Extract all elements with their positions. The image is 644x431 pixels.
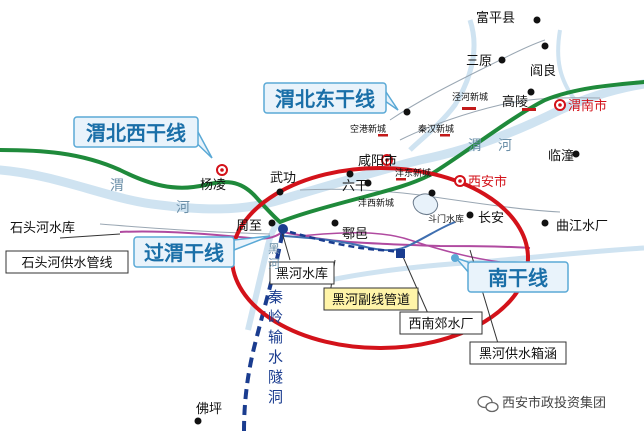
- place-foping: 佛坪: [196, 402, 222, 417]
- box-shitouhe-pipe-label: 石头河供水管线: [21, 256, 112, 271]
- branch-river-north: [556, 29, 577, 102]
- city-capital-icon: [381, 154, 393, 166]
- city-dot: [541, 42, 549, 50]
- place-konggang: 空港新城: [350, 123, 386, 135]
- city-dot: [527, 88, 535, 96]
- box-heihe-fuxian-label: 黑河副线管道: [332, 293, 410, 308]
- place-wugong: 武功: [270, 171, 296, 186]
- place-zhouzhi: 周至: [236, 219, 262, 234]
- place-shitouhe: 石头河水库: [10, 220, 75, 236]
- city-capital-icon: [216, 164, 228, 176]
- place-qujiang: 曲江水厂: [556, 219, 608, 234]
- tunnel-label-char: 水: [268, 348, 283, 366]
- leader-line: [59, 233, 121, 239]
- place-gaoling: 高陵: [502, 94, 528, 110]
- callout-weibei-east: [263, 82, 387, 114]
- callout-guowei: [133, 236, 235, 268]
- place-weinan: 渭南市: [568, 98, 607, 114]
- city-dot: [331, 219, 339, 227]
- new-town-markers: [378, 107, 536, 181]
- tunnel-label-char: 洞: [268, 388, 283, 406]
- callout-guowei-label: 过渭干线: [144, 241, 224, 265]
- box-xinanjiao: [399, 311, 483, 335]
- tunnel-label-char: 输: [268, 328, 283, 346]
- place-xian: 西安市: [468, 174, 507, 190]
- doumen-reservoir: [412, 193, 439, 215]
- box-heihe-reservoir: [269, 261, 335, 285]
- city-capital-icon: [554, 99, 566, 111]
- place-fengxi: 沣西新城: [358, 197, 394, 209]
- callout-weibei-west-label: 渭北西干线: [86, 121, 186, 145]
- city-dot: [466, 211, 474, 219]
- tunnel-label-char: 隧: [268, 368, 283, 386]
- river-label: 渭: [110, 178, 124, 194]
- place-fuping: 富平县: [476, 10, 515, 26]
- road-line: [99, 223, 271, 235]
- place-liugan: 六干: [342, 179, 368, 194]
- leader-line: [399, 249, 431, 319]
- place-yanliang: 阎良: [530, 63, 556, 79]
- place-xianyang: 咸阳市: [358, 153, 397, 169]
- river-label: 河: [498, 138, 512, 154]
- leader-line: [281, 231, 291, 261]
- city-dot: [428, 189, 436, 197]
- city-dot: [403, 108, 411, 116]
- river-label: 渭: [468, 138, 482, 154]
- city-dots: [194, 16, 580, 425]
- tunnel-label: 秦 岭 输 水 隧 洞: [268, 288, 283, 406]
- river-label: 河: [268, 257, 280, 271]
- city-dot: [194, 417, 202, 425]
- place-jinghe-xincheng: 泾河新城: [452, 91, 488, 103]
- tunnel-label-char: 岭: [268, 308, 283, 326]
- box-heihe-box-label: 黑河供水箱涵: [479, 346, 557, 362]
- city-dot: [572, 150, 580, 158]
- river-label: 黑: [268, 242, 280, 256]
- qinling-tunnel: [242, 227, 286, 431]
- box-shitouhe-pipe: [5, 250, 129, 274]
- box-heihe-box: [469, 341, 567, 365]
- wechat-icon: [477, 395, 499, 413]
- place-sanyuan: 三原: [466, 54, 492, 69]
- box-heihe-reservoir-label: 黑河水库: [276, 266, 328, 282]
- city-dot: [268, 219, 276, 227]
- watermark-label: 西安市政投资集团: [502, 395, 606, 411]
- callout-nan: [467, 261, 569, 293]
- river-label: 河: [176, 200, 190, 216]
- city-dot: [346, 170, 354, 178]
- place-fengdong: 沣东新城: [395, 167, 431, 179]
- callout-weibei-west: [73, 116, 199, 148]
- place-huyi: 鄠邑: [342, 227, 368, 242]
- city-dot: [276, 188, 284, 196]
- city-dot: [498, 56, 506, 64]
- pink-supply-line: [299, 231, 501, 263]
- place-qinhan: 秦汉新城: [418, 123, 454, 135]
- city-dot: [541, 219, 549, 227]
- city-dot: [533, 16, 541, 24]
- box-heihe-fuxian: [323, 287, 419, 311]
- city-capital-icon: [454, 175, 466, 187]
- zhouzhi-node-icon: [278, 224, 288, 234]
- tunnel-label-char: 秦: [268, 288, 283, 306]
- place-doumen: 斗门水库: [428, 213, 464, 225]
- place-yangling: 杨凌: [200, 178, 226, 193]
- place-lintong: 临潼: [548, 148, 574, 164]
- callout-weibei-east-label: 渭北东干线: [275, 87, 375, 111]
- place-changan: 长安: [478, 211, 504, 226]
- box-xinanjiao-label: 西南郊水厂: [408, 316, 473, 332]
- xinanjiao-plant-icon: [396, 249, 405, 258]
- city-dot: [364, 179, 372, 187]
- callout-nan-label: 南干线: [488, 266, 548, 290]
- road-line: [399, 97, 601, 141]
- watermark: 西安市政投资集团: [477, 395, 606, 413]
- road-line: [389, 39, 546, 121]
- jing-river: [408, 19, 477, 152]
